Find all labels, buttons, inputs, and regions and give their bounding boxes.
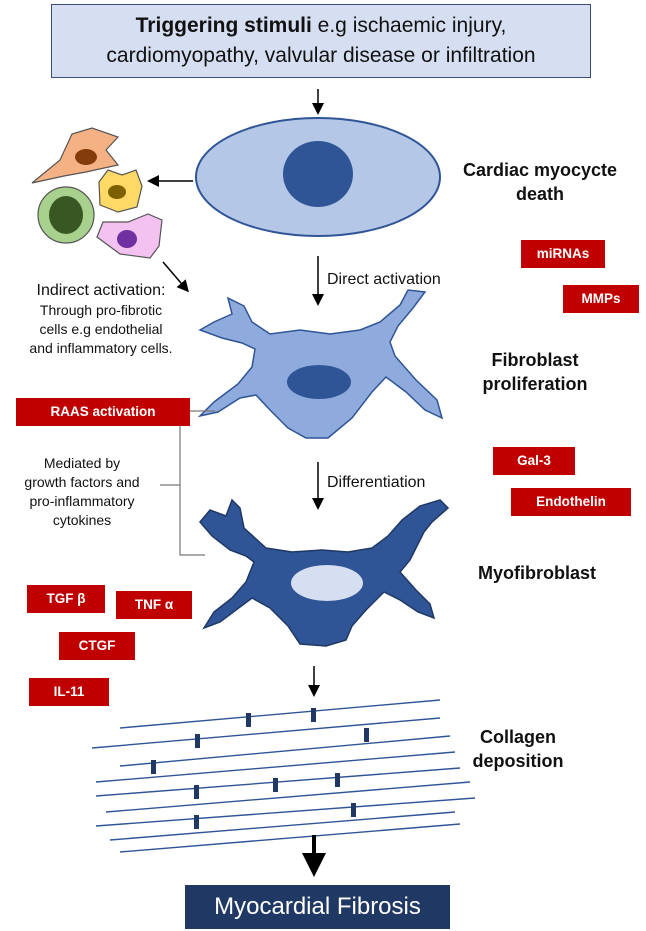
label-myofibroblast: Myofibroblast (477, 563, 596, 583)
myofibroblast (199, 498, 450, 647)
tag-raas-activation: RAAS activation (16, 398, 190, 426)
direct-activation-label: Direct activation (327, 271, 441, 288)
triggering-stimuli-examples: e.g ischaemic injury, (311, 14, 507, 37)
triggering-stimuli-line2: cardiomyopathy, valvular disease or infi… (106, 44, 536, 67)
mediated-by-note: Mediated by growth factors and pro-infla… (24, 455, 140, 528)
tag-endothelin: Endothelin (511, 488, 631, 516)
mediator-bracket (179, 410, 215, 556)
triggering-stimuli-title: Triggering stimuli (135, 14, 312, 37)
profibrotic-cells (31, 127, 163, 259)
fibroblast (197, 289, 444, 439)
tag-tgf-beta: TGF β (27, 585, 105, 613)
triggering-stimuli-box: Triggering stimuli e.g ischaemic injury,… (51, 4, 591, 78)
label-collagen-deposition: Collagen deposition (472, 727, 564, 771)
differentiation-label: Differentiation (327, 474, 426, 491)
myocardial-fibrosis-box: Myocardial Fibrosis (185, 885, 450, 929)
arrow-indirect-activation (162, 261, 189, 293)
tag-ctgf: CTGF (59, 632, 135, 660)
tag-tnf-alpha: TNF α (116, 591, 192, 619)
collagen-crosslinks (151, 708, 369, 829)
tag-il11: IL-11 (29, 678, 109, 706)
indirect-activation-note: Indirect activation: Through pro-fibroti… (29, 282, 173, 356)
tag-mirnas: miRNAs (521, 240, 605, 268)
tag-mmps: MMPs (563, 285, 639, 313)
label-fibroblast-proliferation: Fibroblast proliferation (482, 350, 588, 394)
cardiac-myocyte (195, 117, 441, 237)
collagen-fibers (91, 699, 476, 853)
label-myocyte-death: Cardiac myocycte death (462, 160, 618, 204)
tag-gal3: Gal-3 (493, 447, 575, 475)
